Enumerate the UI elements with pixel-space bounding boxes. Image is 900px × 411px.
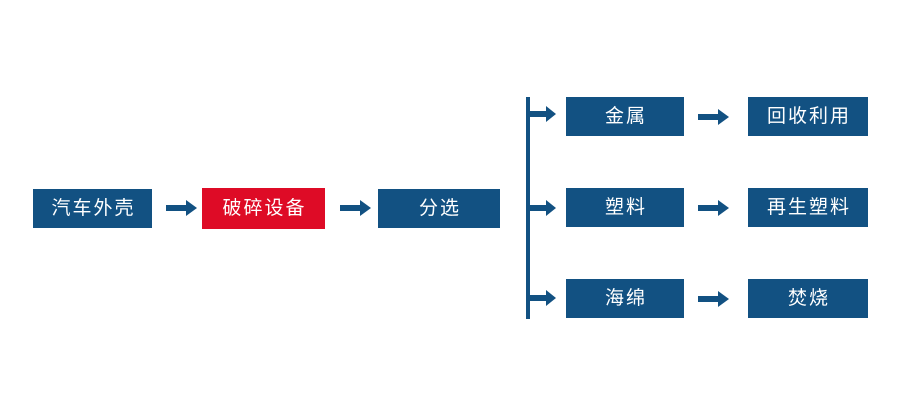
node-plastic-outcome[interactable]: 再生塑料 [748,188,868,227]
arrow-sponge-to-outcome-icon [698,288,730,310]
node-sponge-material[interactable]: 海绵 [566,279,684,318]
node-sorting-label: 分选 [418,197,461,219]
node-sorting[interactable]: 分选 [378,189,500,228]
node-sponge-outcome[interactable]: 焚烧 [748,279,868,318]
arrow-shell-to-crusher-icon [166,197,198,219]
arrow-split-to-metal-icon [529,104,557,124]
node-crusher[interactable]: 破碎设备 [202,188,325,229]
node-plastic-outcome-label: 再生塑料 [766,196,851,218]
node-sponge-outcome-label: 焚烧 [787,287,830,309]
arrow-split-to-sponge-icon [529,288,557,308]
arrow-plastic-to-outcome-icon [698,197,730,219]
node-metal-outcome[interactable]: 回收利用 [748,97,868,136]
arrow-crusher-to-sorting-icon [340,197,372,219]
arrow-metal-to-outcome-icon [698,106,730,128]
arrow-split-to-plastic-icon [529,198,557,218]
branch-split-line [526,97,530,319]
node-car-shell-label: 汽车外壳 [51,197,136,219]
node-metal-outcome-label: 回收利用 [766,105,851,127]
node-metal-material-label: 金属 [604,105,647,127]
node-sponge-material-label: 海绵 [604,287,647,309]
node-plastic-material[interactable]: 塑料 [566,188,684,227]
node-plastic-material-label: 塑料 [604,196,647,218]
node-metal-material[interactable]: 金属 [566,97,684,136]
node-crusher-label: 破碎设备 [222,197,307,219]
node-car-shell[interactable]: 汽车外壳 [33,189,152,228]
